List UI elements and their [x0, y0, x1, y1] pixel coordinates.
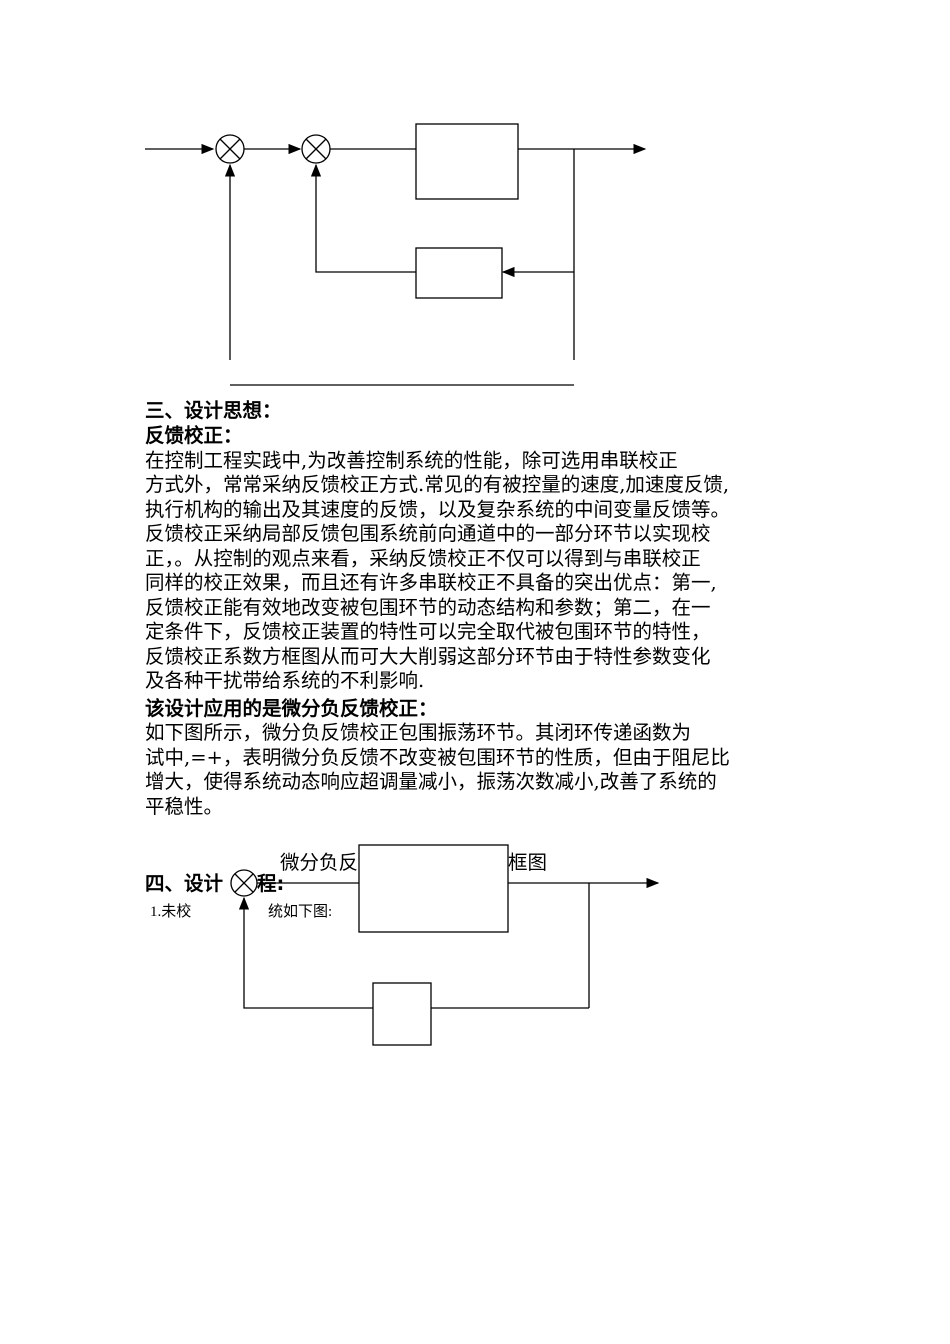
feedback-block-diagram-2 — [230, 844, 660, 1046]
feedback-line-2-left — [238, 896, 373, 1009]
summing-junction-3 — [230, 869, 258, 897]
forward-path-block — [415, 123, 519, 200]
paragraph-line: 定条件下，反馈校正装置的特性可以完全取代被包围环节的特性， — [145, 620, 711, 643]
paragraph-line: 执行机构的输出及其速度的反馈，以及复杂系统的中间变量反馈等。 — [145, 498, 731, 521]
paragraph-line: 正，。从控制的观点来看，采纳反馈校正不仅可以得到与串联校正 — [145, 547, 701, 570]
summing-junction-2 — [301, 134, 331, 164]
summing-junction-1 — [215, 134, 245, 164]
section-3-subheading: 反馈校正： — [145, 424, 243, 447]
plant-block — [358, 844, 509, 933]
section-4-heading-left: 四、设计 — [145, 872, 224, 895]
paragraph-line: 同样的校正效果，而且还有许多串联校正不具备的突出优点：第一, — [145, 571, 717, 594]
paragraph-line: 反馈校正系数方框图从而可大大削弱这部分环节由于特性参数变化 — [145, 645, 711, 668]
paragraph-line: 反馈校正能有效地改变被包围环节的动态结构和参数；第二，在一 — [145, 596, 711, 619]
paragraph-line: 反馈校正采纳局部反馈包围系统前向通道中的一部分环节以实现校 — [145, 522, 711, 545]
item-1-right: 统如下图: — [268, 904, 333, 920]
paragraph-line: 在控制工程实践中,为改善控制系统的性能，除可选用串联校正 — [145, 449, 678, 472]
paragraph-line: 及各种干扰带给系统的不利影响. — [145, 669, 425, 692]
paragraph-line: 方式外，常常采纳反馈校正方式.常见的有被控量的速度,加速度反馈, — [145, 473, 730, 496]
paragraph-2-line: 如下图所示，微分负反馈校正包围振荡环节。其闭环传递函数为 — [145, 721, 692, 744]
section-3-heading: 三、设计思想： — [145, 399, 282, 422]
item-1-left: 1.未校 — [150, 904, 192, 920]
figure-2-caption-right: 框图 — [508, 851, 548, 874]
paragraph-2-line: 试中,=+，表明微分负反馈不改变被包围环节的性质，但由于阻尼比 — [145, 746, 730, 769]
paragraph-2-line: 增大，使得系统动态响应超调量减小，振荡次数减小,改善了系统的 — [145, 770, 717, 793]
local-feedback-return-line — [310, 163, 416, 273]
feedback-block — [415, 247, 503, 299]
section-4-heading-right: 程: — [257, 872, 285, 895]
paragraph-2-line: 平稳性。 — [145, 795, 224, 818]
derivative-feedback-block — [372, 982, 432, 1046]
section-3-subheading-2: 该设计应用的是微分负反馈校正： — [145, 697, 438, 720]
figure-2-caption-left: 微分负反 — [280, 851, 359, 874]
